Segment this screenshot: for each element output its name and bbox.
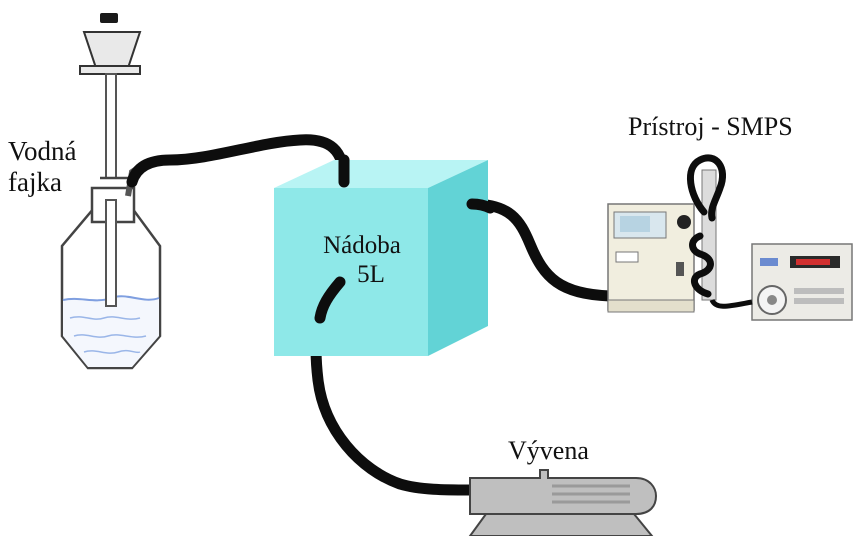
tube-vessel-to-instrument: [466, 198, 616, 302]
hookah-label: Vodná fajka: [8, 136, 77, 198]
smps-coil: [689, 232, 714, 298]
water-ripple: [73, 334, 147, 338]
water-ripple: [69, 316, 141, 320]
vessel-label-line1: Nádoba: [323, 232, 401, 259]
hookah-label-line1: Vodná: [8, 136, 77, 166]
vessel-label: Nádoba 5L: [306, 232, 418, 290]
tube-end-vessel-side: [466, 198, 496, 214]
vessel-top: [274, 160, 488, 188]
smps-vent: [794, 298, 844, 304]
hookah-bowl-rim: [79, 65, 141, 75]
hookah-cap: [100, 13, 118, 23]
smps-connector: [676, 262, 684, 276]
smps-screen: [620, 216, 650, 232]
smps-knob-icon: [677, 215, 691, 229]
hookah: [60, 13, 162, 370]
smps-column: [701, 169, 717, 301]
hookah-stem-inner: [105, 199, 117, 307]
instrument-label: Prístroj - SMPS: [628, 112, 793, 141]
hookah-water: [63, 296, 159, 367]
vacuum-pump: [468, 469, 658, 537]
vessel-side: [428, 160, 488, 356]
water-ripple: [83, 349, 141, 354]
vessel-front: [274, 188, 428, 356]
smps-cable: [709, 298, 753, 309]
tube-end-inside-vessel: [314, 276, 346, 324]
smps-slot: [615, 251, 639, 263]
pump-base: [468, 513, 655, 537]
hookah-bowl: [82, 31, 142, 69]
smps-base: [607, 299, 695, 313]
smps-loop: [686, 154, 726, 222]
smps-fan-hub: [767, 295, 777, 305]
vessel-label-line2: 5L: [357, 260, 385, 288]
smps-counter-digits: [796, 259, 830, 265]
pump-label: Vývena: [508, 436, 589, 465]
smps-counter-label: [760, 258, 778, 266]
tube-hookah-to-vessel: [126, 134, 350, 188]
pump-body: [469, 469, 658, 515]
smps-instrument: [607, 154, 853, 321]
vessel-cube: [274, 160, 488, 356]
hookah-label-line2: fajka: [8, 167, 62, 198]
smps-vent: [794, 288, 844, 294]
